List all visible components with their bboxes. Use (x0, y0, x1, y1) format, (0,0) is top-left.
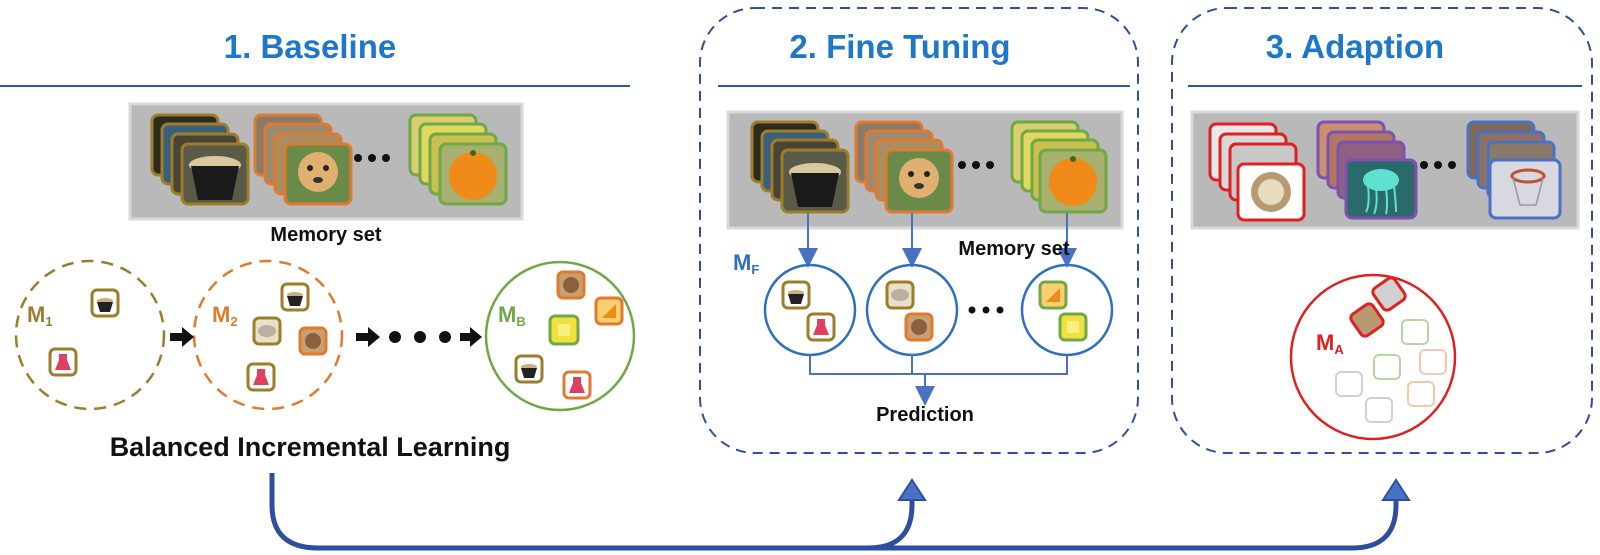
fine-tuning-circles (763, 213, 1114, 406)
fine-tuning-title: 2. Fine Tuning (789, 28, 1011, 65)
model-label-mb: MB (498, 302, 526, 329)
model-label-m1: M1 (27, 302, 53, 329)
model-circle-mb (484, 260, 636, 412)
model-label-ma: MA (1316, 330, 1344, 357)
memory-set-image-1 (128, 102, 524, 221)
adaption-panel (1171, 7, 1593, 454)
baseline-title: 1. Baseline (223, 28, 397, 65)
adaption-image-set (1190, 110, 1580, 230)
model-label-m2: M2 (212, 302, 238, 329)
memory-set-label-baseline: Memory set (270, 224, 382, 246)
balanced-incremental-learning-label: Balanced Incremental Learning (109, 432, 511, 462)
model-circle-m2 (192, 259, 344, 411)
model-circle-ma (1289, 273, 1457, 441)
adaption-title: 3. Adaption (1265, 28, 1445, 65)
bottom-connector-arrows (269, 473, 1411, 551)
baseline-arrows (170, 327, 482, 347)
prediction-label: Prediction (876, 404, 974, 426)
fine-tuning-panel (699, 7, 1139, 454)
memory-set-image-2 (726, 110, 1124, 230)
model-label-mf: MF (733, 250, 760, 277)
model-circle-m1 (14, 259, 166, 411)
memory-set-label-finetune: Memory set (958, 238, 1070, 260)
